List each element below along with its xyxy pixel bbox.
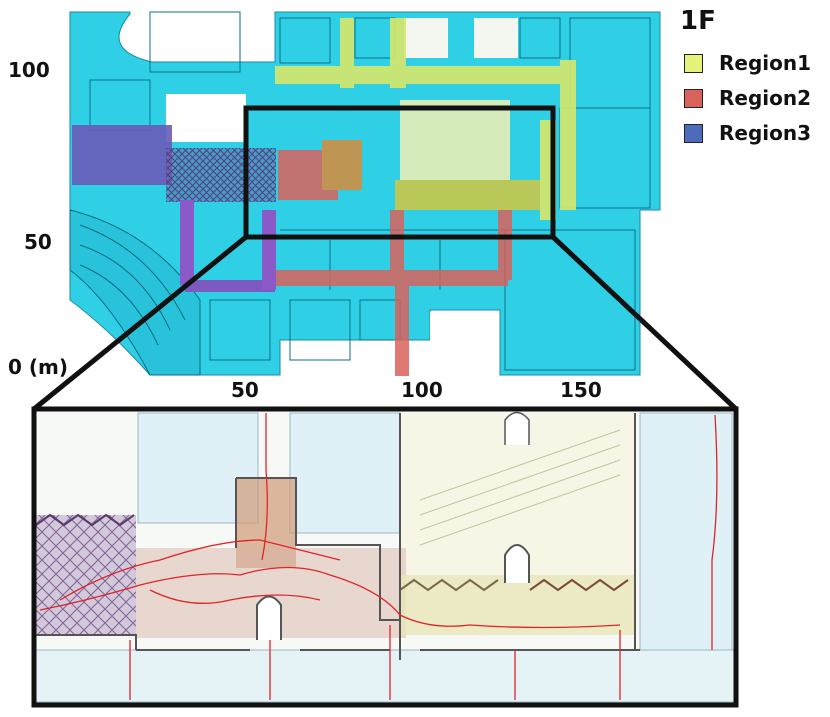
zoom-connector-left — [32, 235, 248, 411]
legend-item-region1: Region1 — [684, 51, 812, 75]
legend-label-region3: Region3 — [719, 121, 812, 145]
courtyard-4 — [430, 312, 496, 376]
x-tick-150: 150 — [560, 378, 602, 402]
legend-swatch-region2 — [684, 88, 703, 108]
legend-item-region2: Region2 — [684, 86, 812, 110]
legend-label-region1: Region1 — [719, 51, 812, 75]
y-tick-100: 100 — [8, 58, 50, 82]
y-tick-0: 0 (m) — [8, 355, 68, 379]
legend-swatch-region3 — [684, 123, 703, 143]
inset-region1 — [400, 575, 635, 635]
region2-area — [268, 140, 512, 376]
legend-label-region2: Region2 — [719, 86, 812, 110]
zoom-connector-right — [551, 235, 738, 411]
x-tick-50: 50 — [231, 378, 259, 402]
inset-region3 — [36, 515, 136, 635]
legend-item-region3: Region3 — [684, 121, 812, 145]
overview-map — [32, 11, 738, 411]
zoom-region-box — [243, 105, 556, 240]
floor-label: 1F — [680, 6, 716, 36]
region1-area — [275, 18, 576, 220]
courtyard-3 — [474, 18, 518, 58]
room-walls — [89, 11, 651, 371]
curved-wing — [69, 209, 201, 376]
region3-area — [72, 125, 276, 292]
legend-swatch-region1 — [684, 53, 703, 73]
y-tick-50: 50 — [24, 230, 52, 254]
zoom-inset-frame — [31, 406, 739, 708]
courtyard-1 — [166, 94, 246, 142]
robot-trajectories — [39, 413, 718, 700]
zoomed-inset — [31, 406, 739, 708]
courtyard-2 — [404, 18, 448, 58]
x-tick-100: 100 — [401, 378, 443, 402]
